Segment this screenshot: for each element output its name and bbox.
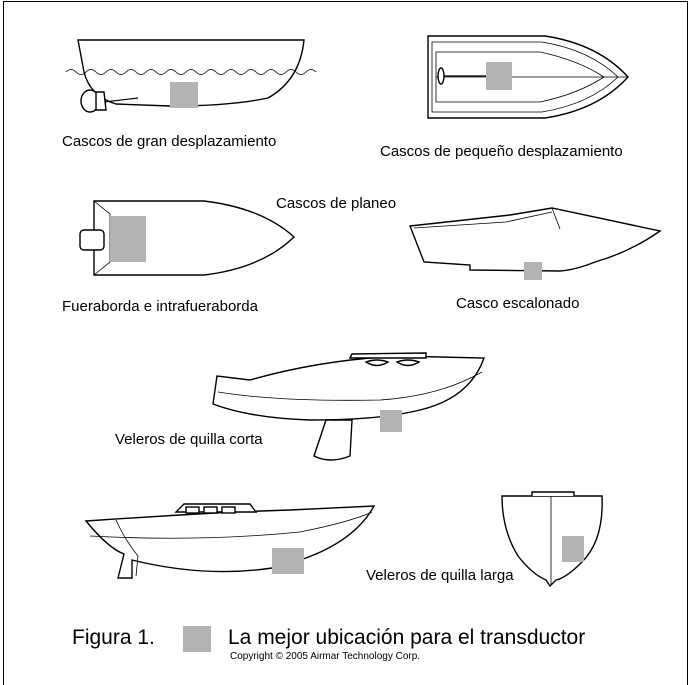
copyright: Copyright © 2005 Airmar Technology Corp. [230,651,421,662]
figure-number: Figura 1. [72,626,155,649]
label-small-displacement: Cascos de pequeño desplazamiento [380,143,623,160]
outboard-transducer-zone [110,216,146,262]
small-displacement-hull [427,35,629,119]
label-fin-keel: Veleros de quilla corta [115,431,263,448]
label-displacement: Cascos de gran desplazamiento [62,133,277,150]
label-stepped: Casco escalonado [456,295,580,312]
full-keel-transducer-zone [272,548,304,574]
best-location-swatch [183,626,211,652]
outboard-hull [79,200,296,276]
label-outboard: Fueraborda e intrafueraborda [62,298,258,315]
label-planing: Cascos de planeo [276,195,397,212]
stepped-hull-transducer-zone [524,262,542,280]
fin-keel-sailboat [212,352,485,461]
small-displacement-transducer-zone [486,62,512,90]
figure-caption: La mejor ubicación para el transductor [228,626,586,649]
displacement-hull [65,39,317,113]
full-keel-sailboat [84,503,376,579]
stepped-hull [409,207,662,280]
fin-keel-transducer-zone [380,410,402,432]
label-full-keel: Veleros de quilla larga [366,567,514,584]
displacement-hull-transducer-zone [170,82,198,108]
full-keel-section [501,491,603,588]
figure-frame [3,1,688,685]
full-keel-section-transducer-zone [562,536,584,562]
